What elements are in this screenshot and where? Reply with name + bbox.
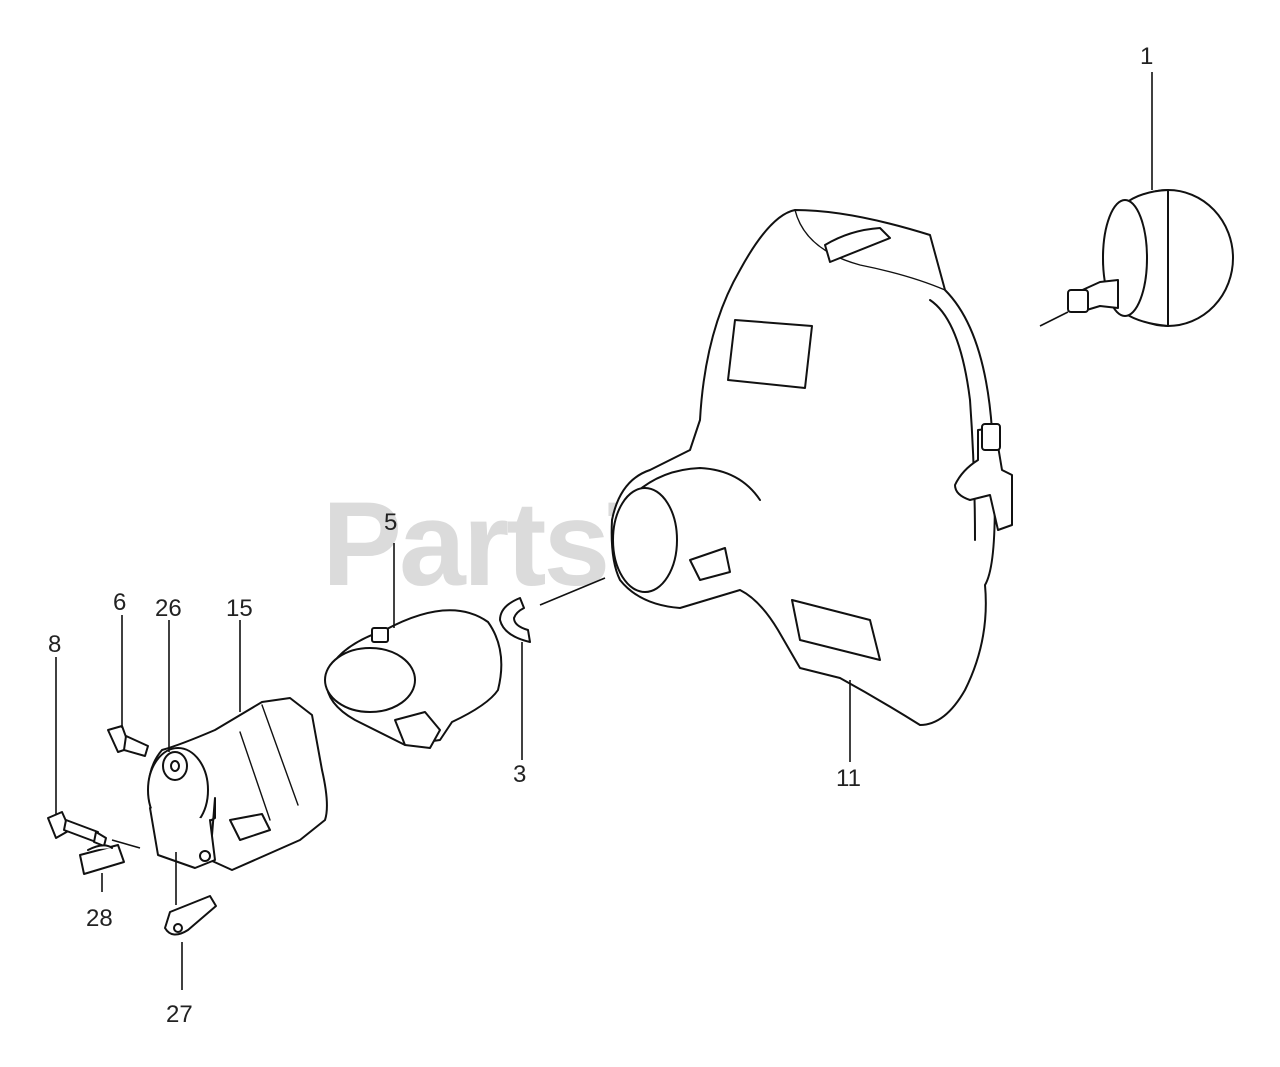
- callout-3[interactable]: 3: [513, 761, 526, 788]
- part-28-pad[interactable]: [79, 844, 125, 892]
- callout-11[interactable]: 11: [836, 765, 861, 792]
- callout-1[interactable]: 1: [1140, 43, 1153, 70]
- part-6-bolt[interactable]: [107, 615, 149, 757]
- part-5-sleeve[interactable]: [324, 543, 503, 749]
- part-3-clip[interactable]: [499, 597, 531, 760]
- callout-15[interactable]: 15: [226, 595, 253, 622]
- part-27-tab[interactable]: [164, 852, 217, 990]
- part-26-washer[interactable]: [162, 620, 188, 781]
- callout-5[interactable]: 5: [384, 509, 397, 536]
- callout-6[interactable]: 6: [113, 589, 126, 616]
- callout-26[interactable]: 26: [155, 595, 182, 622]
- callout-27[interactable]: 27: [166, 1001, 193, 1028]
- part-8-bolt[interactable]: [47, 657, 141, 849]
- part-15-holder[interactable]: [147, 620, 328, 871]
- callout-28[interactable]: 28: [86, 905, 113, 932]
- callout-8[interactable]: 8: [48, 631, 61, 658]
- part-11-shield[interactable]: [539, 209, 1013, 726]
- part-1-clutch-drum[interactable]: [1039, 189, 1234, 327]
